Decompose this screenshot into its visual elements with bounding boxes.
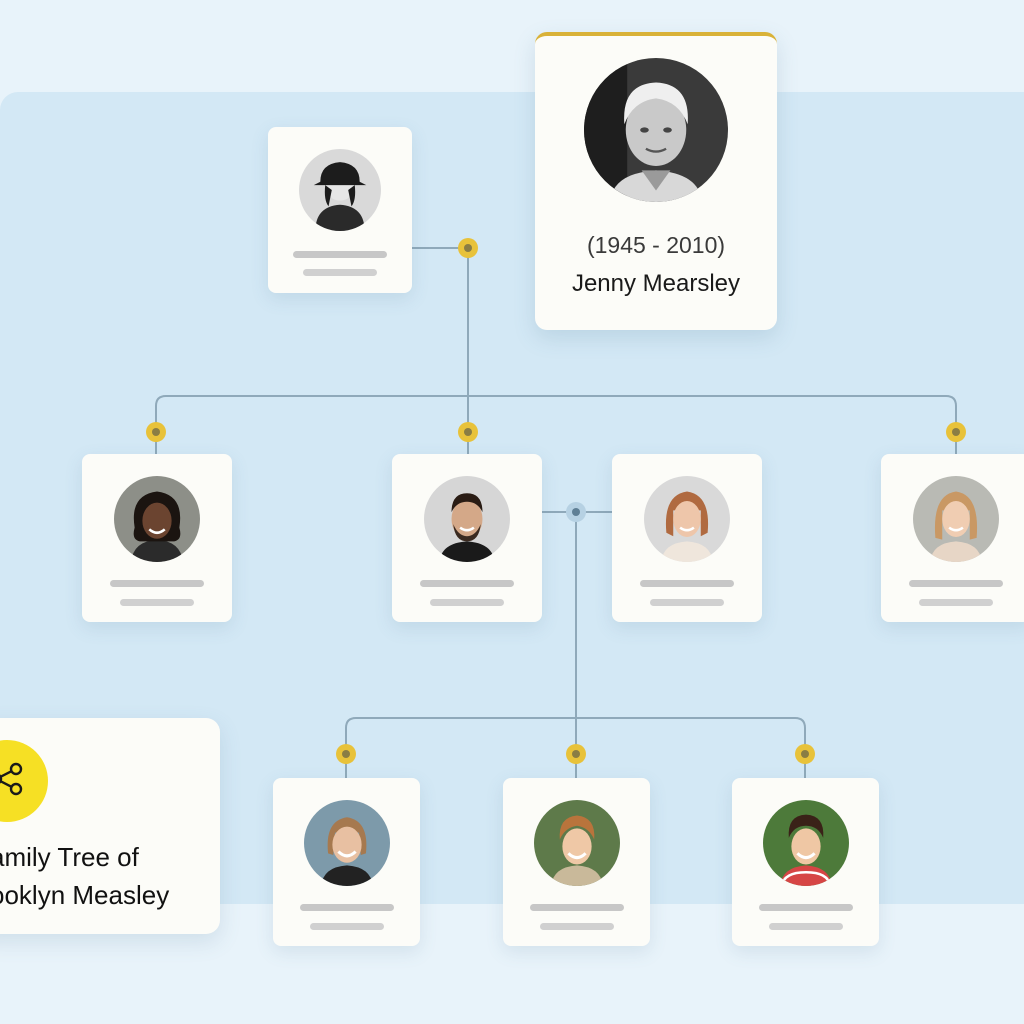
tree-title-line-2: ooklyn Measley [0, 880, 170, 910]
name-placeholder [909, 580, 1003, 587]
detail-placeholder [309, 923, 384, 930]
detail-placeholder [539, 923, 614, 930]
name-placeholder [110, 580, 204, 587]
person-card-grandchild-2[interactable] [503, 778, 650, 946]
featured-person-card[interactable]: (1945 - 2010) Jenny Mearsley [535, 32, 777, 330]
detail-placeholder [650, 599, 724, 606]
name-placeholder [420, 580, 514, 587]
detail-placeholder [303, 269, 377, 276]
name-placeholder [529, 904, 624, 911]
tree-title: amily Tree of ooklyn Measley [0, 838, 230, 914]
person-avatar [114, 476, 200, 562]
tree-title-line-1: amily Tree of [0, 842, 139, 872]
tree-title-card: amily Tree of ooklyn Measley [0, 718, 220, 934]
person-card-child-1[interactable] [82, 454, 232, 622]
life-years: (1945 - 2010) [586, 232, 726, 258]
detail-placeholder [430, 599, 504, 606]
person-avatar [584, 58, 728, 202]
name-placeholder [640, 580, 734, 587]
person-card-child-2[interactable] [392, 454, 542, 622]
detail-placeholder [120, 599, 194, 606]
person-avatar [299, 149, 381, 231]
person-avatar [762, 800, 849, 886]
share-button[interactable] [0, 740, 48, 822]
person-avatar [303, 800, 390, 886]
person-card-spouse[interactable] [612, 454, 762, 622]
person-card-child-3[interactable] [881, 454, 1024, 622]
person-avatar [913, 476, 999, 562]
person-card-grandchild-3[interactable] [732, 778, 879, 946]
detail-placeholder [768, 923, 843, 930]
name-placeholder [299, 904, 394, 911]
name-placeholder [293, 251, 387, 258]
name-placeholder [758, 904, 853, 911]
person-card-grandparent[interactable] [268, 127, 412, 293]
person-avatar [533, 800, 620, 886]
share-icon [0, 759, 27, 804]
person-avatar [424, 476, 510, 562]
connector-dots [146, 238, 966, 764]
person-card-grandchild-1[interactable] [273, 778, 420, 946]
person-avatar [644, 476, 730, 562]
person-name: Jenny Mearsley [571, 270, 741, 297]
detail-placeholder [919, 599, 993, 606]
